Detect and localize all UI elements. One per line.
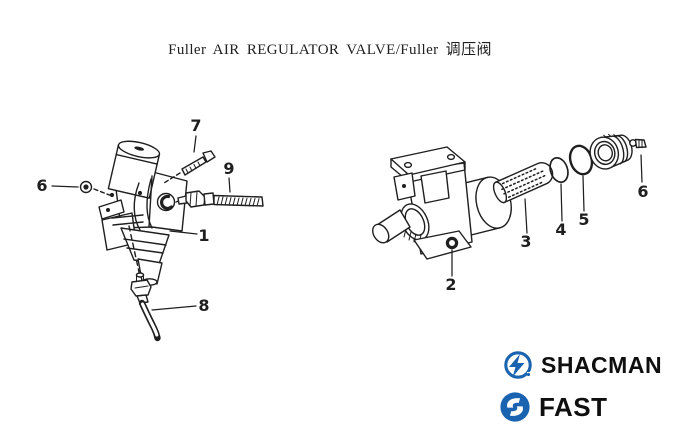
fast-logo-icon bbox=[500, 392, 530, 422]
shacman-wordmark: SHACMAN bbox=[541, 351, 663, 378]
callout-3: 3 bbox=[520, 232, 532, 251]
callout-9: 9 bbox=[223, 159, 235, 178]
hose-fitting-9 bbox=[175, 190, 264, 208]
cable-8 bbox=[130, 272, 161, 342]
valve-body-2 bbox=[372, 146, 512, 260]
dashed-axis-line bbox=[128, 225, 140, 273]
callout-1: 1 bbox=[198, 226, 210, 245]
shacman-logo-icon bbox=[504, 351, 532, 379]
right-valve-assembly bbox=[372, 133, 647, 260]
callout-8: 8 bbox=[198, 296, 210, 315]
bolt-7 bbox=[163, 150, 216, 184]
callout-7: 7 bbox=[190, 116, 202, 135]
end-cap bbox=[589, 133, 633, 170]
nut-6-left bbox=[79, 180, 113, 197]
fast-brand: FAST bbox=[499, 391, 607, 423]
fast-wordmark: FAST bbox=[539, 392, 608, 422]
callout-4: 4 bbox=[555, 220, 567, 239]
leader-lines bbox=[51, 135, 643, 311]
callout-2: 2 bbox=[445, 275, 457, 294]
o-ring-4 bbox=[549, 156, 569, 184]
shacman-brand: SHACMAN bbox=[503, 350, 662, 380]
callout-5: 5 bbox=[578, 210, 590, 229]
callout-6-left: 6 bbox=[36, 176, 48, 195]
valve-body-1 bbox=[98, 140, 188, 286]
filter-element-3 bbox=[492, 162, 554, 204]
screw-6-right bbox=[629, 138, 647, 149]
page-title: Fuller AIR REGULATOR VALVE/Fuller 调压阀 bbox=[168, 42, 492, 58]
left-valve-assembly bbox=[79, 140, 264, 342]
callout-6-right: 6 bbox=[637, 182, 649, 201]
